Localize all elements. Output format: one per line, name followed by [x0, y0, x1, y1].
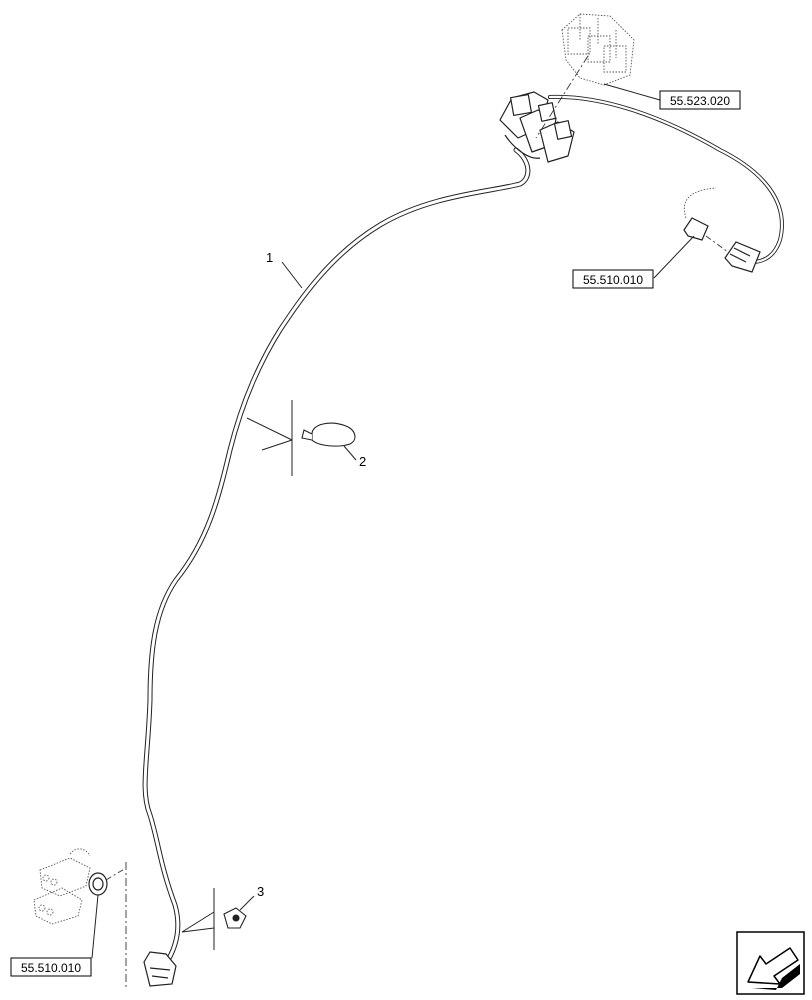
right-connector [683, 217, 761, 273]
cable-tie-callout: 2 [359, 454, 366, 469]
left-connector-reference-part [33, 848, 91, 925]
cable-tie-leader [343, 445, 357, 461]
right-connector-reference-box[interactable]: 55.510.010 [572, 269, 654, 289]
harness-callout: 1 [266, 250, 273, 265]
relay-block-reference-label: 55.523.020 [670, 94, 730, 108]
right-connector-reference-part [684, 187, 717, 219]
clip-indicator [181, 888, 215, 950]
left-connector-reference-label: 55.510.010 [21, 961, 81, 975]
right-connector-mating-line [705, 235, 729, 253]
bottom-harness-connector [143, 951, 177, 987]
wire-harness [142, 94, 784, 968]
harness-callout-leader [281, 261, 303, 289]
clip-callout: 3 [257, 884, 264, 899]
left-round-connector [88, 872, 108, 896]
relay-block-leader [603, 83, 661, 101]
relay-block-reference-box[interactable]: 55.523.020 [659, 90, 741, 110]
left-connector-mating-line [105, 867, 127, 881]
return-arrow-icon[interactable] [736, 931, 805, 995]
relay-block-reference-part [561, 13, 635, 86]
harness-relay-sockets [499, 91, 575, 163]
left-connector-reference-box[interactable]: 55.510.010 [10, 957, 92, 977]
left-connector-leader [91, 894, 99, 959]
cable-tie-indicator [246, 400, 293, 476]
relay-block-leader-dashdot [535, 55, 589, 139]
right-connector-leader [653, 235, 695, 279]
right-connector-reference-label: 55.510.010 [583, 273, 643, 287]
clip-leader [239, 895, 255, 911]
clip-part [223, 907, 247, 929]
cable-tie-part [301, 422, 356, 447]
